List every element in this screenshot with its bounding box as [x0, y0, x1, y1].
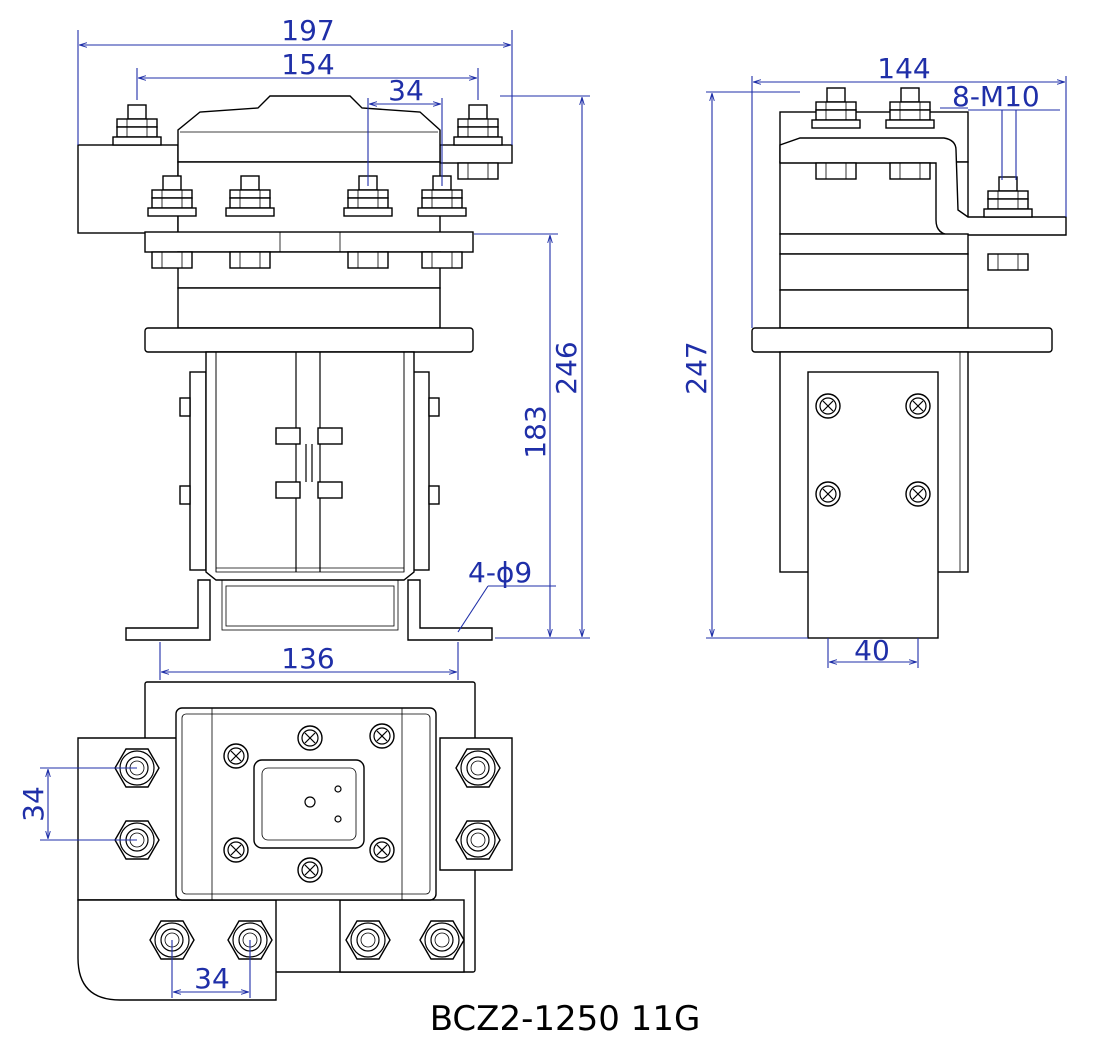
side-bus-bar: [779, 233, 969, 255]
dim-side-height-overall: 247: [680, 341, 713, 394]
front-right-side-bracket: [412, 371, 430, 571]
side-flange: [751, 327, 1053, 353]
model-label: BCZ2-1250 11G: [430, 999, 701, 1039]
top-indicator-window: [253, 759, 365, 849]
dim-side-thread: 8-M10: [952, 80, 1040, 113]
front-flange: [144, 327, 474, 353]
dim-front-terminal-span: 154: [281, 48, 334, 81]
dim-front-width-overall: 197: [281, 14, 334, 47]
dim-front-height-overall: 246: [550, 341, 583, 394]
front-bus-bar: [144, 231, 474, 253]
dimension-lines: [40, 30, 1067, 998]
dimension-labels: 197 154 34 136 246 183 4-ϕ9 144 8-M10 24…: [17, 14, 1040, 995]
side-collar: [779, 253, 969, 291]
side-coil-ring: [779, 289, 969, 329]
front-body-housing: [205, 351, 415, 581]
dim-front-terminal-pitch: 34: [388, 74, 424, 107]
dim-top-pitch-vertical: 34: [17, 786, 50, 822]
front-coil-ring: [177, 287, 441, 329]
dim-side-foot-width: 40: [854, 634, 890, 667]
front-base-frame: [221, 579, 399, 631]
front-view: [77, 95, 513, 641]
dim-side-width-overall: 144: [877, 52, 930, 85]
dim-front-mount-span: 136: [281, 642, 334, 675]
front-upper-block: [177, 161, 441, 235]
front-bracket-bolts: [179, 397, 440, 505]
front-left-foot: [125, 579, 211, 641]
top-view: [77, 681, 513, 1001]
front-left-side-bracket: [189, 371, 207, 571]
front-right-foot: [407, 579, 493, 641]
dim-top-pitch-horizontal: 34: [194, 962, 230, 995]
dim-mount-holes: 4-ϕ9: [468, 556, 532, 589]
dim-front-height-lower: 183: [519, 405, 552, 458]
side-view: [751, 87, 1067, 639]
front-right-terminal-bar: [439, 144, 513, 164]
front-auxiliary-contacts: [275, 427, 343, 499]
front-left-terminal-plate: [77, 144, 179, 234]
front-collar: [177, 251, 441, 289]
